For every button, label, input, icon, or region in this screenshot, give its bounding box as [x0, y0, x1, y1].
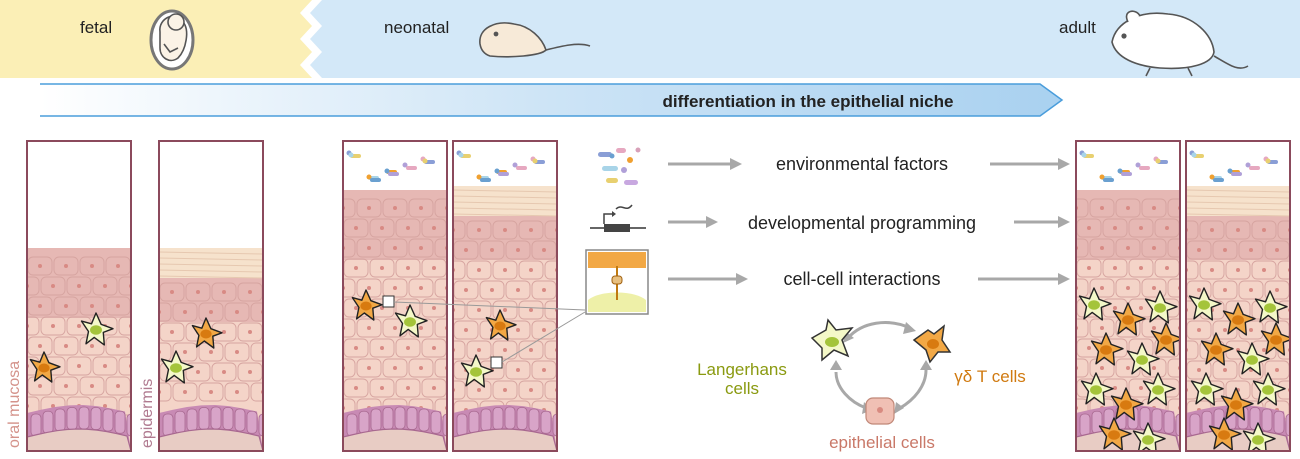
tissue-panel — [453, 141, 557, 451]
differentiation-arrow — [40, 83, 1064, 117]
epithelial-cells-label: epithelial cells — [829, 433, 935, 452]
neonatal-mouse-icon — [479, 22, 591, 58]
cell-synapse-inset — [585, 249, 649, 315]
tissue-panel — [1076, 141, 1180, 451]
neonatal-adult-band — [310, 0, 1300, 78]
tissue-panel — [27, 141, 131, 451]
inset-connector-lines — [382, 295, 586, 369]
tissue-panel — [159, 141, 263, 451]
oral-mucosa-label: oral mucosa — [6, 361, 23, 448]
gene-icon — [590, 204, 646, 232]
microbes-icon — [598, 147, 641, 185]
tissue-panel — [1186, 141, 1290, 451]
factor-arrows — [668, 158, 1070, 285]
tissue-panels — [26, 140, 1291, 452]
gd-t-cells-label: γδ T cells — [954, 367, 1026, 386]
stage-label-fetal: fetal — [80, 18, 112, 37]
stage-label-adult: adult — [1059, 18, 1096, 37]
stage-label-neonatal: neonatal — [384, 18, 449, 37]
langerhans-label-line1: Langerhans — [697, 360, 787, 379]
langerhans-label-line2: cells — [725, 379, 759, 398]
epidermis-label: epidermis — [139, 379, 156, 448]
interaction-cycle — [810, 318, 952, 425]
arrow-banner-label: differentiation in the epithelial niche — [663, 92, 954, 111]
fetus-icon — [149, 9, 195, 71]
developmental-programming-label: developmental programming — [748, 213, 976, 233]
cell-cell-interactions-label: cell-cell interactions — [783, 269, 940, 289]
timeline-band — [0, 0, 1300, 78]
environmental-factors-label: environmental factors — [776, 154, 948, 174]
tissue-panel — [343, 141, 447, 451]
adult-mouse-icon — [1111, 10, 1249, 77]
